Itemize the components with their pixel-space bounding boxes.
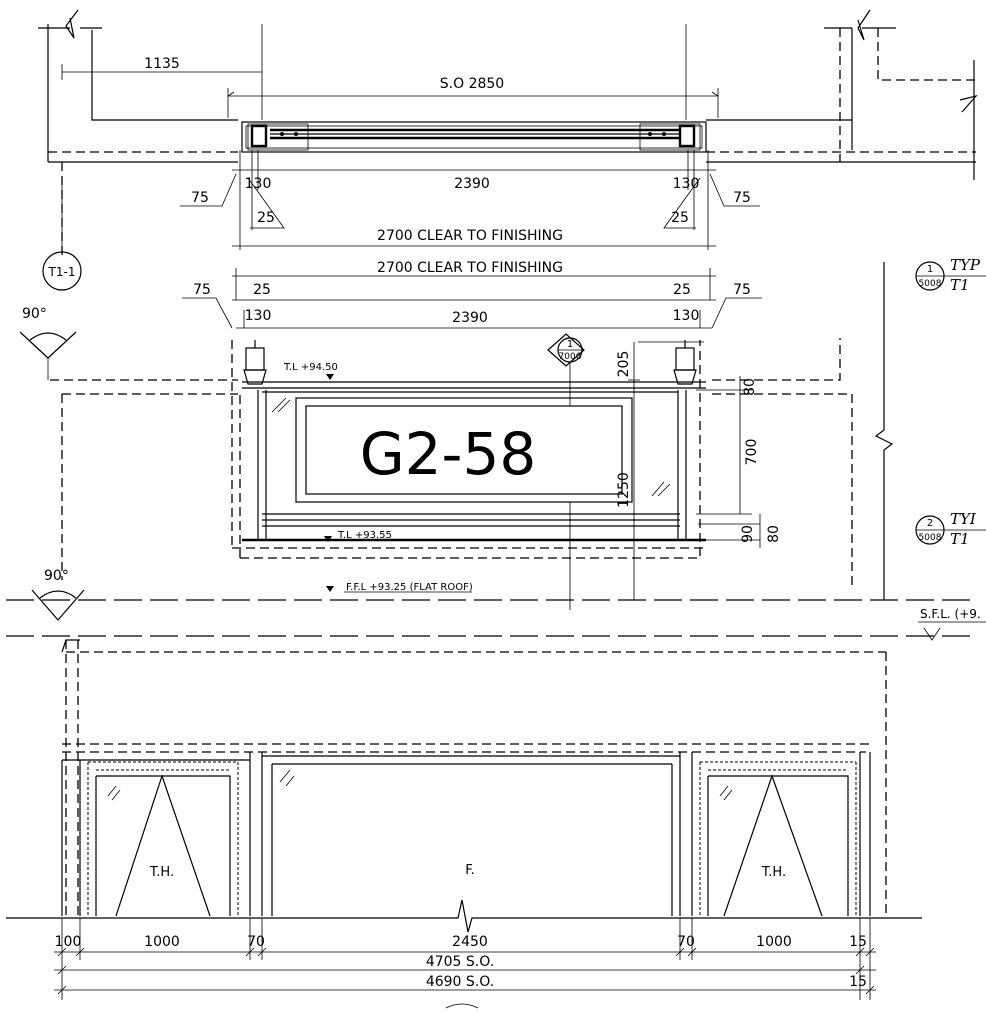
dim-15-top: 15: [849, 934, 867, 950]
sfl-level: S.F.L. (+9.: [918, 607, 986, 641]
dim-1000-right: 1000: [756, 934, 792, 950]
level-floor: F.F.L +93.25 (FLAT ROOF): [346, 582, 473, 593]
label-th-left: T.H.: [149, 865, 174, 880]
section-marker-label: T1-1: [48, 265, 76, 279]
label-th-right: T.H.: [761, 865, 786, 880]
dim-1250: 1250: [616, 472, 632, 508]
plan-dim-130-left: 130: [245, 176, 272, 192]
plan-dim-25-right: 25: [671, 210, 689, 226]
dim-bottom-80: 80: [766, 525, 782, 543]
plan-dim-75-right: 75: [733, 190, 751, 206]
elev-dim-130-right: 130: [673, 308, 700, 324]
elev-dim-75-right: 75: [733, 282, 751, 298]
angle-lower: 90°: [44, 568, 69, 584]
sign-text: G2-58: [360, 420, 537, 488]
elev-dim-2390: 2390: [452, 310, 488, 326]
dim-2450: 2450: [452, 934, 488, 950]
svg-text:5008: 5008: [919, 533, 942, 543]
dim-bottom-90: 90: [740, 525, 756, 543]
dim-100: 100: [55, 934, 82, 950]
svg-text:1: 1: [927, 264, 933, 275]
svg-text:2: 2: [927, 518, 933, 529]
elev-dim-130-left: 130: [245, 308, 272, 324]
angle-upper: 90°: [22, 306, 47, 322]
svg-text:T1: T1: [950, 530, 970, 548]
elevation-view: T1-1 90° 2700 CLEAR TO FINISHING 75 75 2…: [6, 184, 976, 637]
callout-1: 1 5008 TYP T1: [915, 256, 986, 294]
level-top: T.L +94.50: [283, 362, 338, 373]
lamp-left: [243, 340, 267, 385]
dim-700: 700: [744, 439, 760, 466]
dim-total-4705: 4705 S.O.: [426, 954, 494, 970]
elev-dim-25-left: 25: [253, 282, 271, 298]
svg-text:5008: 5008: [919, 279, 942, 289]
ref-marker-sheet: 7006: [559, 352, 582, 362]
svg-text:T1: T1: [950, 276, 970, 294]
plan-dim-2700-clear: 2700 CLEAR TO FINISHING: [377, 228, 563, 244]
plan-dim-so-2850: S.O 2850: [440, 76, 504, 92]
level-bottom: T.L +93.55: [337, 530, 392, 541]
elev-dim-75-left: 75: [193, 282, 211, 298]
plan-dim-130-right: 130: [673, 176, 700, 192]
lower-elevation: T.H. F. T.H. 100 1000 70 2450 70 1000 15…: [6, 639, 922, 1009]
plan-dim-25-left: 25: [257, 210, 275, 226]
label-fixed: F.: [465, 863, 475, 878]
lamp-right: [673, 340, 697, 385]
elev-dim-2700-clear: 2700 CLEAR TO FINISHING: [377, 260, 563, 276]
plan-view: 1135 S.O 2850 75 75 130 130 25 25 2390 2…: [38, 9, 978, 260]
svg-text:TYP: TYP: [950, 256, 981, 274]
plan-dim-2390: 2390: [454, 176, 490, 192]
dim-70-right: 70: [677, 934, 695, 950]
ref-marker-num: 1: [567, 339, 573, 350]
elev-dim-25-right: 25: [673, 282, 691, 298]
dim-total-4690: 4690 S.O.: [426, 974, 494, 990]
plan-dim-1135: 1135: [144, 56, 180, 72]
dim-15-bottom: 15: [849, 974, 867, 990]
svg-text:TYI: TYI: [950, 510, 977, 528]
plan-dim-75-left: 75: [191, 190, 209, 206]
dim-top-80: 80: [742, 378, 758, 396]
svg-text:S.F.L. (+9.: S.F.L. (+9.: [920, 607, 981, 621]
callout-2: 2 5008 TYI T1: [915, 510, 986, 548]
dim-205: 205: [616, 351, 632, 378]
dim-70-left: 70: [247, 934, 265, 950]
dim-1000-left: 1000: [144, 934, 180, 950]
section-marker: [42, 251, 82, 291]
